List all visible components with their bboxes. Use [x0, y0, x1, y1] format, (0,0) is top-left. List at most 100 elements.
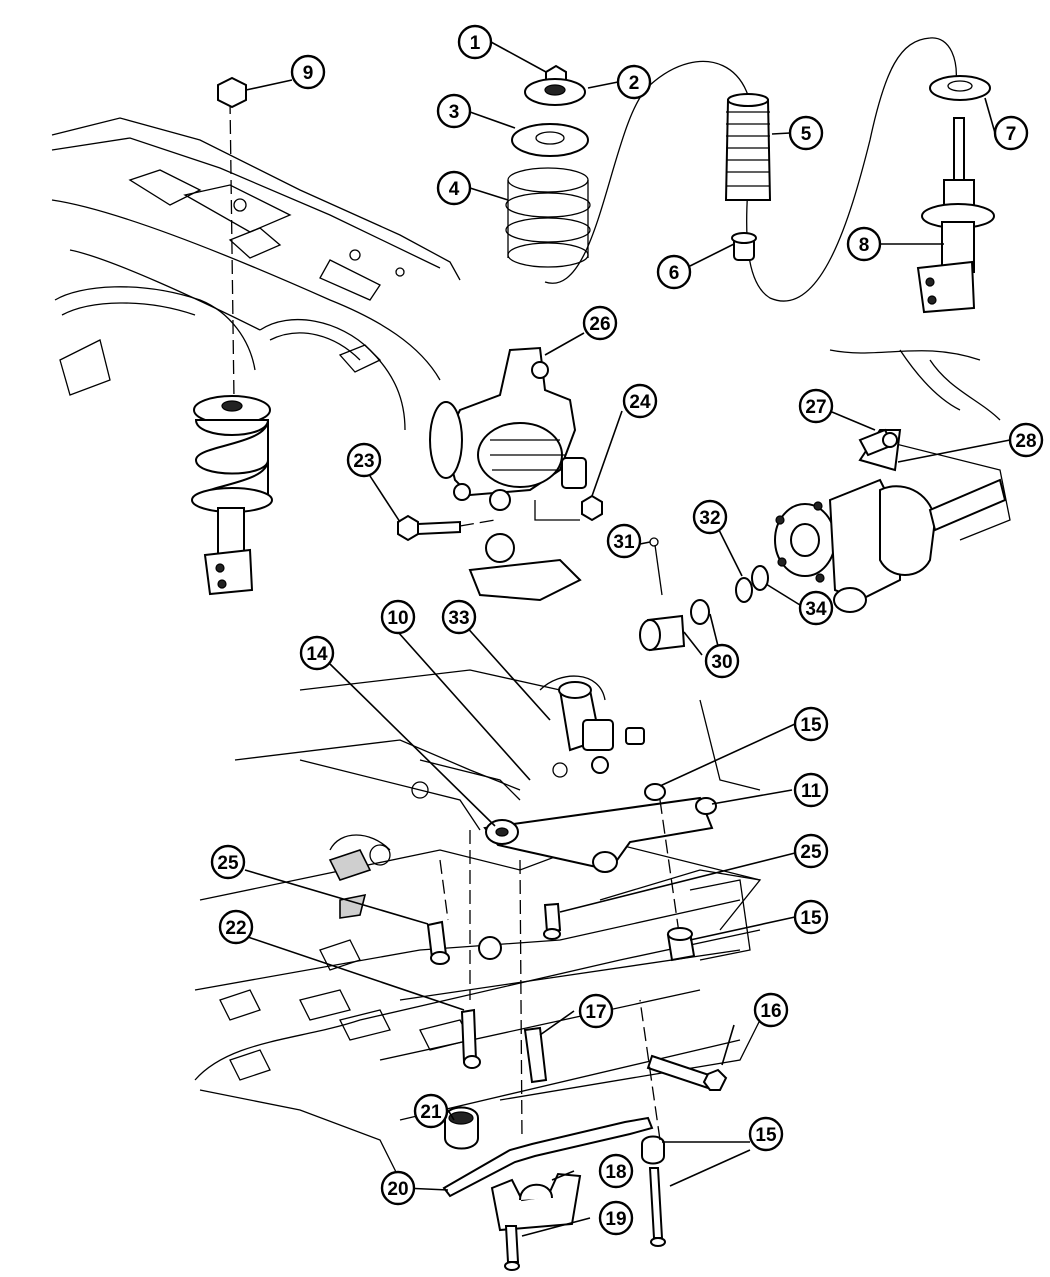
- callout-9: 9: [290, 54, 326, 90]
- callout-33: 33: [441, 599, 477, 635]
- dust-boot: [724, 93, 772, 201]
- callout-15-upper: 15: [793, 706, 829, 742]
- engine-cradle: [194, 669, 762, 1181]
- washer-bushing-set: [639, 599, 710, 652]
- fender-body-panel: [51, 117, 461, 431]
- callout-25-left: 25: [210, 844, 246, 880]
- group-outline-curve: [544, 37, 957, 302]
- svg-text:17: 17: [585, 1002, 606, 1023]
- svg-text:22: 22: [225, 918, 246, 939]
- spring-isolator: [929, 75, 991, 101]
- callout-31: 31: [606, 523, 642, 559]
- svg-text:15: 15: [800, 715, 822, 736]
- callout-1: 1: [457, 24, 493, 60]
- callout-28: 28: [1008, 422, 1044, 458]
- svg-text:7: 7: [1006, 124, 1017, 145]
- crossmember-bolt: [646, 1054, 728, 1091]
- right-body-panel: [829, 349, 1011, 541]
- callout-25-right: 25: [793, 833, 829, 869]
- rear-isolator-bolt: [641, 1135, 666, 1247]
- installed-strut-assembly: [191, 76, 273, 596]
- callout-11: 11: [793, 772, 829, 808]
- callout-17: 17: [578, 993, 614, 1029]
- hub-bearing-assembly: [774, 429, 1007, 613]
- callout-23: 23: [346, 442, 382, 478]
- callout-16: 16: [753, 992, 789, 1028]
- svg-text:33: 33: [448, 608, 469, 629]
- hub-nut-washer: [735, 565, 769, 603]
- callout-8: 8: [846, 226, 882, 262]
- svg-text:20: 20: [387, 1179, 408, 1200]
- svg-text:2: 2: [629, 73, 640, 94]
- svg-text:25: 25: [800, 842, 822, 863]
- callout-7: 7: [993, 115, 1029, 151]
- svg-text:25: 25: [217, 853, 239, 874]
- svg-text:21: 21: [420, 1102, 442, 1123]
- bar-bushing-clamp: [490, 1172, 582, 1232]
- svg-text:5: 5: [801, 124, 812, 145]
- callout-19: 19: [598, 1200, 634, 1236]
- svg-text:28: 28: [1015, 431, 1036, 452]
- svg-text:1: 1: [470, 33, 481, 54]
- callout-21: 21: [413, 1093, 449, 1129]
- svg-text:32: 32: [699, 508, 720, 529]
- callout-18: 18: [598, 1153, 634, 1189]
- callout-34: 34: [798, 590, 834, 626]
- cradle-bolts: [426, 830, 562, 1069]
- svg-text:3: 3: [449, 102, 460, 123]
- svg-text:11: 11: [801, 781, 822, 802]
- callout-22: 22: [218, 909, 254, 945]
- callout-3: 3: [436, 93, 472, 129]
- svg-text:8: 8: [859, 235, 870, 256]
- jounce-bumper: [731, 232, 757, 261]
- callout-24: 24: [622, 383, 658, 419]
- svg-text:6: 6: [669, 263, 680, 284]
- callout-20: 20: [380, 1170, 416, 1206]
- assembly-dash-lines: [519, 859, 661, 1141]
- control-arm-bushing: [644, 783, 696, 962]
- stabilizer-bar: [442, 1116, 654, 1198]
- lower-control-arm: [483, 796, 717, 873]
- callout-15-lower: 15: [748, 1116, 784, 1152]
- bolt-axis-dash: [459, 519, 496, 527]
- svg-text:16: 16: [760, 1001, 781, 1022]
- svg-text:27: 27: [805, 397, 826, 418]
- svg-text:31: 31: [613, 532, 635, 553]
- strut-damper: [916, 117, 995, 314]
- callout-6: 6: [656, 254, 692, 290]
- svg-text:4: 4: [449, 179, 460, 200]
- callout-30: 30: [704, 643, 740, 679]
- coil-spring: [505, 167, 591, 268]
- svg-text:15: 15: [800, 908, 822, 929]
- svg-text:24: 24: [629, 392, 651, 413]
- callout-4: 4: [436, 170, 472, 206]
- svg-text:10: 10: [387, 608, 408, 629]
- svg-text:9: 9: [303, 63, 314, 84]
- callout-5: 5: [788, 115, 824, 151]
- svg-text:14: 14: [306, 644, 328, 665]
- knuckle-bracket-line: [534, 500, 580, 521]
- callout-15-middle: 15: [793, 899, 829, 935]
- callout-32: 32: [692, 499, 728, 535]
- cotter-pin: [649, 537, 663, 596]
- svg-text:30: 30: [711, 652, 732, 673]
- stabilizer-link: [478, 936, 548, 1084]
- tie-rod-end: [858, 428, 898, 457]
- svg-text:19: 19: [605, 1209, 626, 1230]
- lower-ball-joint: [468, 533, 582, 602]
- callout-27: 27: [798, 388, 834, 424]
- leader-lines: [235, 41, 1011, 1237]
- svg-text:23: 23: [353, 451, 374, 472]
- callout-14: 14: [299, 635, 335, 671]
- strut-mount: [524, 78, 586, 106]
- svg-text:34: 34: [805, 599, 827, 620]
- svg-text:15: 15: [755, 1125, 777, 1146]
- upper-mount-cylinder: [558, 681, 645, 774]
- steering-knuckle: [429, 346, 587, 511]
- knuckle-bolt: [397, 514, 461, 542]
- svg-text:18: 18: [605, 1162, 626, 1183]
- callout-10: 10: [380, 599, 416, 635]
- callout-2: 2: [616, 64, 652, 100]
- callout-26: 26: [582, 305, 618, 341]
